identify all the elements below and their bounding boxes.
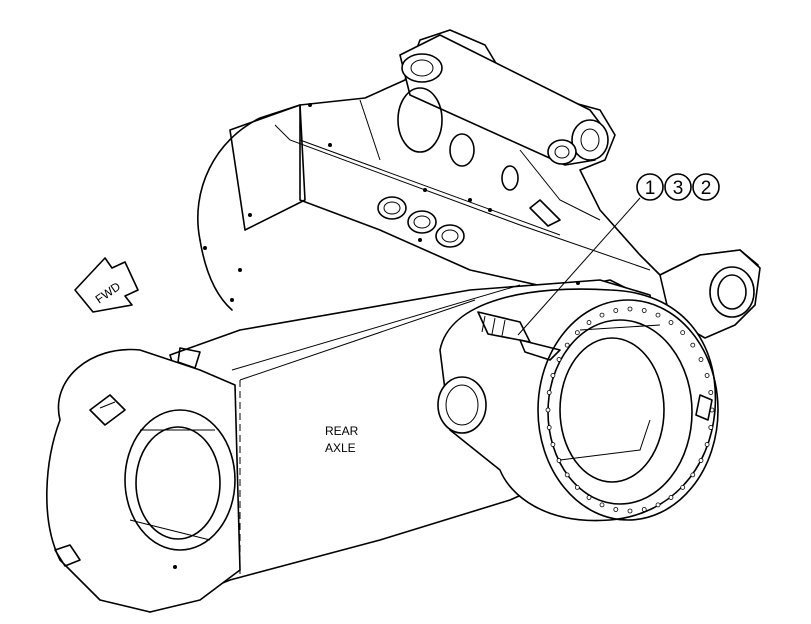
bolt-hole (574, 330, 580, 336)
bolt-hole (546, 390, 552, 395)
right-hub (437, 288, 719, 522)
top-seals (377, 196, 465, 248)
grease-fitting (477, 311, 561, 361)
fwd-direction-arrow: FWD (74, 257, 139, 313)
bolt-hole (586, 495, 592, 500)
bolt-hole (613, 308, 619, 313)
bolt-hole (546, 425, 552, 430)
bolt-circle (545, 306, 715, 514)
left-hub (46, 347, 241, 613)
bolt-hole (556, 458, 562, 463)
bolt-hole (613, 507, 619, 512)
axle-label-line2: AXLE (325, 441, 356, 455)
bolt-hole (698, 357, 704, 362)
bolt-hole (690, 472, 696, 478)
callout-bubble-3: 3 (664, 173, 692, 201)
bolt-hole (668, 495, 674, 500)
bolt-hole (556, 357, 562, 362)
bolt-hole (599, 502, 605, 508)
bolt-hole (641, 308, 647, 313)
bolt-hole (668, 320, 674, 325)
bolt-hole (641, 507, 647, 512)
callout-number-2: 2 (701, 178, 712, 199)
bolt-hole (586, 320, 592, 325)
bolt-hole (655, 312, 661, 318)
bolt-hole (550, 442, 556, 447)
bolt-hole (680, 484, 686, 490)
callout-bubble-1: 1 (636, 173, 664, 201)
bolt-hole (550, 373, 556, 378)
callout-number-3: 3 (673, 178, 684, 199)
bolt-hole (698, 458, 704, 463)
bolt-hole (545, 407, 551, 413)
axle-label: REAR AXLE (325, 424, 359, 455)
bolt-hole (599, 312, 605, 318)
bolt-hole (564, 472, 570, 478)
callout-bubble-2: 2 (692, 173, 720, 201)
callout-group: 1 3 2 (517, 173, 720, 336)
bolt-hole (680, 330, 686, 336)
bolt-hole (690, 342, 696, 348)
bolt-hole (627, 306, 633, 312)
bolt-hole (574, 484, 580, 490)
bolt-hole (708, 425, 714, 430)
bolt-hole (564, 342, 570, 348)
bolt-hole (704, 373, 710, 378)
bolt-hole (655, 502, 661, 508)
callout-number-1: 1 (645, 178, 656, 199)
fastener-dots (203, 103, 580, 302)
link-arm (397, 34, 609, 227)
bolt-hole (704, 442, 710, 447)
bolt-hole (627, 508, 633, 514)
bolt-hole (708, 390, 714, 395)
axle-label-line1: REAR (325, 424, 359, 438)
